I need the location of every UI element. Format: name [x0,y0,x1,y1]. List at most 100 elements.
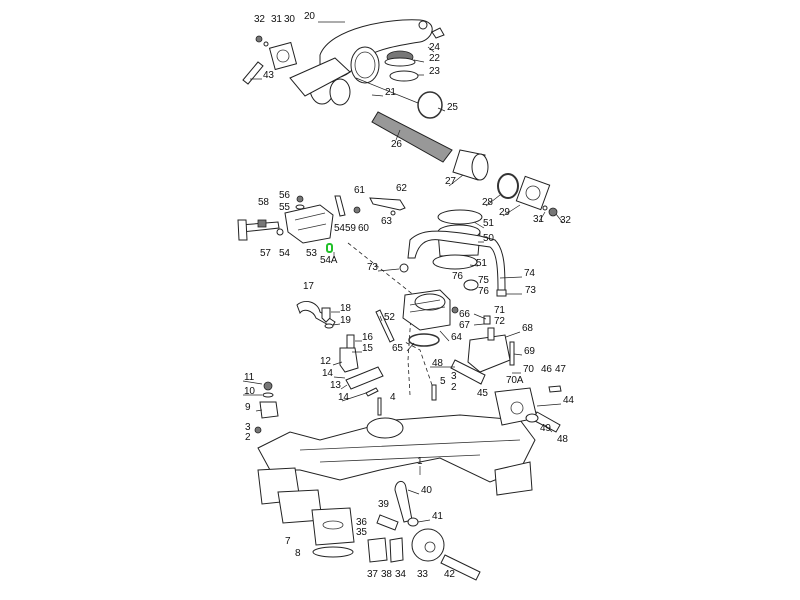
callout-34[interactable]: 34 [395,569,406,580]
callout-14[interactable]: 14 [338,392,349,403]
valve-12[interactable] [339,347,359,373]
intake-manifold-1[interactable] [257,414,536,496]
callout-38[interactable]: 38 [381,569,392,580]
part-66[interactable] [451,306,459,314]
callout-17[interactable]: 17 [303,281,314,292]
cover-29[interactable] [515,175,551,211]
callout-54[interactable]: 54 [279,248,290,259]
screw-14[interactable] [365,387,379,397]
callout-60[interactable]: 60 [358,223,369,234]
callout-4[interactable]: 4 [390,392,396,403]
callout-48[interactable]: 48 [557,434,568,445]
linkage-57[interactable] [237,219,280,241]
bolt-18[interactable] [321,307,331,323]
callout-68[interactable]: 68 [522,323,533,334]
lever-59[interactable] [334,195,346,217]
idle-valve-33[interactable] [411,528,445,562]
callout-35[interactable]: 35 [356,527,367,538]
callout-37[interactable]: 37 [367,569,378,580]
callout-51[interactable]: 51 [476,258,487,269]
callout-40[interactable]: 40 [421,485,432,496]
callout-20[interactable]: 20 [304,11,315,22]
callout-51[interactable]: 51 [483,218,494,229]
callout-45[interactable]: 45 [477,388,488,399]
nut-61[interactable] [353,206,361,214]
callout-26[interactable]: 26 [391,139,402,150]
o-ring-25[interactable] [417,91,443,119]
callout-73[interactable]: 73 [367,262,378,273]
callout-58[interactable]: 58 [258,197,269,208]
callout-11[interactable]: 11 [244,372,254,383]
callout-66[interactable]: 66 [459,309,470,320]
hose-40[interactable] [394,481,413,523]
callout-2[interactable]: 2 [245,432,251,443]
callout-50[interactable]: 50 [483,233,494,244]
runner-7[interactable] [257,467,355,546]
callout-22[interactable]: 22 [429,53,440,64]
snap-ring-23[interactable] [389,70,419,82]
callout-7[interactable]: 7 [285,536,291,547]
nut-3[interactable] [254,426,262,434]
mount-9[interactable] [259,401,279,419]
callout-9[interactable]: 9 [245,402,251,413]
callout-44[interactable]: 44 [563,395,574,406]
callout-14[interactable]: 14 [322,368,333,379]
nut-56[interactable] [296,195,304,203]
callout-18[interactable]: 18 [340,303,351,314]
callout-32[interactable]: 32 [254,14,265,25]
callout-62[interactable]: 62 [396,183,407,194]
throttle-body-64[interactable] [402,289,451,331]
clamp-51-lower[interactable] [432,254,478,270]
callout-3[interactable]: 3 [451,371,457,382]
callout-3[interactable]: 3 [245,422,251,433]
callout-31[interactable]: 31 [271,14,282,25]
hose-75[interactable] [463,279,479,291]
callout-46[interactable]: 46 [541,364,552,375]
connector-73[interactable] [399,263,409,273]
clamp-41[interactable] [407,517,419,527]
callout-16[interactable]: 16 [362,332,373,343]
callout-56[interactable]: 56 [279,190,290,201]
gasket-65[interactable] [408,333,440,347]
callout-30[interactable]: 30 [284,14,295,25]
callout-24[interactable]: 24 [429,42,440,53]
callout-55[interactable]: 55 [279,202,290,213]
pipe-62[interactable] [369,197,406,211]
connector-73b[interactable] [496,289,507,297]
bracket-37[interactable] [367,537,388,563]
fitting-71[interactable] [483,315,491,325]
air-distributor-housing[interactable] [289,19,433,106]
callout-12[interactable]: 12 [320,356,331,367]
callout-21[interactable]: 21 [385,87,396,98]
pipe-13[interactable] [345,366,384,390]
callout-47[interactable]: 47 [555,364,566,375]
callout-76[interactable]: 76 [452,271,463,282]
spring-hose-26[interactable] [371,111,453,163]
callout-5[interactable]: 5 [440,376,446,387]
callout-69[interactable]: 69 [524,346,535,357]
bolt-47[interactable] [548,385,562,393]
callout-67[interactable]: 67 [459,320,470,331]
part-54A[interactable] [326,243,333,253]
pipe-42[interactable] [440,554,481,581]
pipe-48[interactable] [450,359,486,385]
callout-54a[interactable]: 54A [320,255,338,266]
washer-19[interactable] [324,323,334,329]
callout-39[interactable]: 39 [378,499,389,510]
nut-32[interactable] [548,207,558,217]
callout-52[interactable]: 52 [384,312,395,323]
callout-49[interactable]: 49 [540,423,551,434]
callout-23[interactable]: 23 [429,66,440,77]
gasket-28[interactable] [497,173,519,199]
callout-41[interactable]: 41 [432,511,443,522]
stud-4[interactable] [377,397,382,416]
callout-63[interactable]: 63 [381,216,392,227]
callout-48[interactable]: 48 [432,358,443,369]
callout-57[interactable]: 57 [260,248,271,259]
clamp-49[interactable] [525,413,539,423]
bolt-16[interactable] [346,334,355,349]
callout-72[interactable]: 72 [494,316,505,327]
callout-73[interactable]: 73 [525,285,536,296]
gasket-8[interactable] [312,546,354,558]
nut-11[interactable] [263,381,273,391]
